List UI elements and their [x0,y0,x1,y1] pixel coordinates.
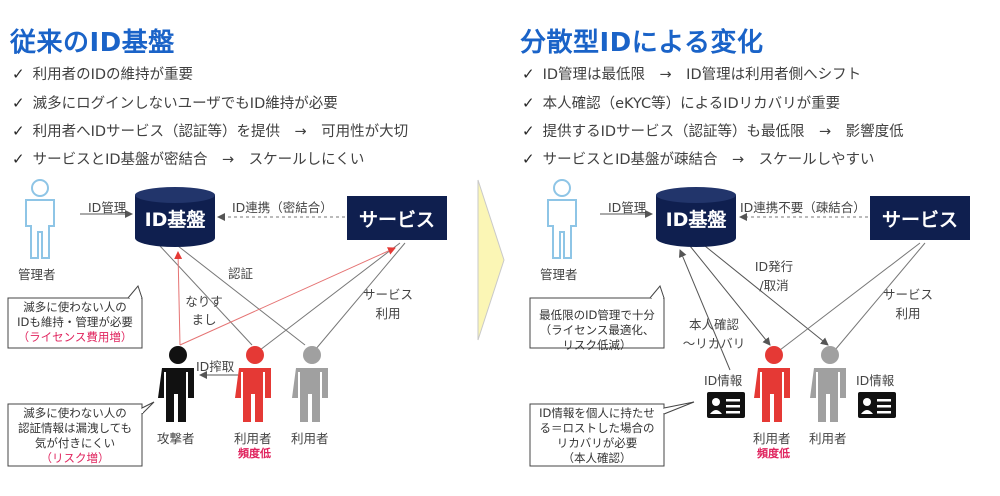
right-user1-caption: 利用者 [753,431,791,446]
right-user1-sub: 頻度低 [757,447,790,460]
right-service-box: サービス [870,196,970,240]
database-icon [656,187,736,247]
right-idlink-label: ID連携不要（疎結合） [740,200,866,215]
right-callout2-box [529,403,665,467]
right-idmgmt-label: ID管理 [608,200,647,215]
right-admin-figure [547,179,577,259]
right-idinfo1-label: ID情報 [704,373,743,388]
left-svc-user2-line [314,242,406,351]
left-user1-sub: 頻度低 [238,447,271,460]
left-user2-figure [292,346,328,422]
left-auth-label: 認証 [228,266,254,281]
check-icon: ✓ [522,94,535,112]
left-id-database: ID基盤 [134,186,216,248]
right-callout2-text: ID情報を個人に持たせる＝ロストした場合のリカバリが必要（本人確認） [539,406,655,465]
id-card-icon [707,392,745,418]
check-icon: ✓ [12,122,25,140]
right-user2-figure [810,346,846,422]
right-user1-figure [754,346,790,422]
left-user1-caption: 利用者 [234,431,272,446]
left-bullet: ✓サービスとID基盤が密結合 → スケールしにくい [12,150,365,168]
right-verify-label: 本人確認～リカバリ [682,317,746,351]
left-admin-figure [25,179,55,259]
left-admin-caption: 管理者 [18,267,56,282]
right-bullet: ✓本人確認（eKYC等）によるIDリカバリが重要 [522,94,841,112]
right-admin-caption: 管理者 [540,267,578,282]
right-idinfo2-label: ID情報 [856,373,895,388]
left-service-box: サービス [347,196,447,240]
check-icon: ✓ [522,150,535,168]
left-db-user2-line [177,245,306,346]
right-title: 分散型IDによる変化 [520,28,764,58]
left-user1-figure [235,346,271,422]
check-icon: ✓ [522,65,535,83]
right-db-user1-line [689,245,771,346]
left-spoof-label: なりすまし [185,294,223,327]
left-attacker-db-line [174,251,183,346]
left-callout2-text: 滅多に使わない人の認証情報は漏洩しても気が付きにくい（リスク増） [17,406,133,465]
left-attacker-svc-line [179,247,396,346]
attacker-caption: 攻撃者 [157,431,195,446]
left-db-user1-line [159,245,253,346]
left-bullet: ✓滅多にログインしないユーザでもID維持が必要 [12,94,338,112]
left-bullet: ✓利用者へIDサービス（認証等）を提供 → 可用性が大切 [12,122,409,140]
left-title: 従来のID基盤 [10,28,175,58]
right-callout1-box [529,297,665,349]
left-idlink-label: ID連携（密結合） [232,200,333,215]
right-issue-label: ID発行/取消 [754,259,794,293]
check-icon: ✓ [12,65,25,83]
check-icon: ✓ [522,122,535,140]
right-user2-caption: 利用者 [809,431,847,446]
left-idmgmt-label: ID管理 [88,200,127,215]
right-svc-user2-line [834,242,926,351]
left-svc-user1-line [259,242,401,351]
database-icon [135,187,215,247]
check-icon: ✓ [12,150,25,168]
left-service-use-label: サービス利用 [362,287,413,321]
right-bullet: ✓提供するIDサービス（認証等）も最低限 → 影響度低 [522,122,904,140]
right-bullet: ✓ID管理は最低限 → ID管理は利用者側へシフト [522,65,862,83]
check-icon: ✓ [12,94,25,112]
left-callout1-box [7,297,143,349]
right-bullet: ✓サービスとID基盤が疎結合 → スケールしやすい [522,150,875,168]
attacker-figure [158,346,194,422]
left-user2-caption: 利用者 [291,431,329,446]
transition-arrow [477,179,505,341]
right-verify-line [679,249,731,371]
right-service-use-label: サービス利用 [882,287,933,321]
right-svc-user1-line [779,242,921,351]
id-card-icon [858,392,896,418]
right-callout1-text: 最低限のID管理で十分（ライセンス最適化、リスク低減） [539,308,655,352]
left-callout2-box [7,403,143,467]
right-id-database: ID基盤 [655,186,737,248]
left-bullet: ✓利用者のIDの維持が重要 [12,65,194,83]
left-idtheft-label: ID搾取 [196,359,235,374]
